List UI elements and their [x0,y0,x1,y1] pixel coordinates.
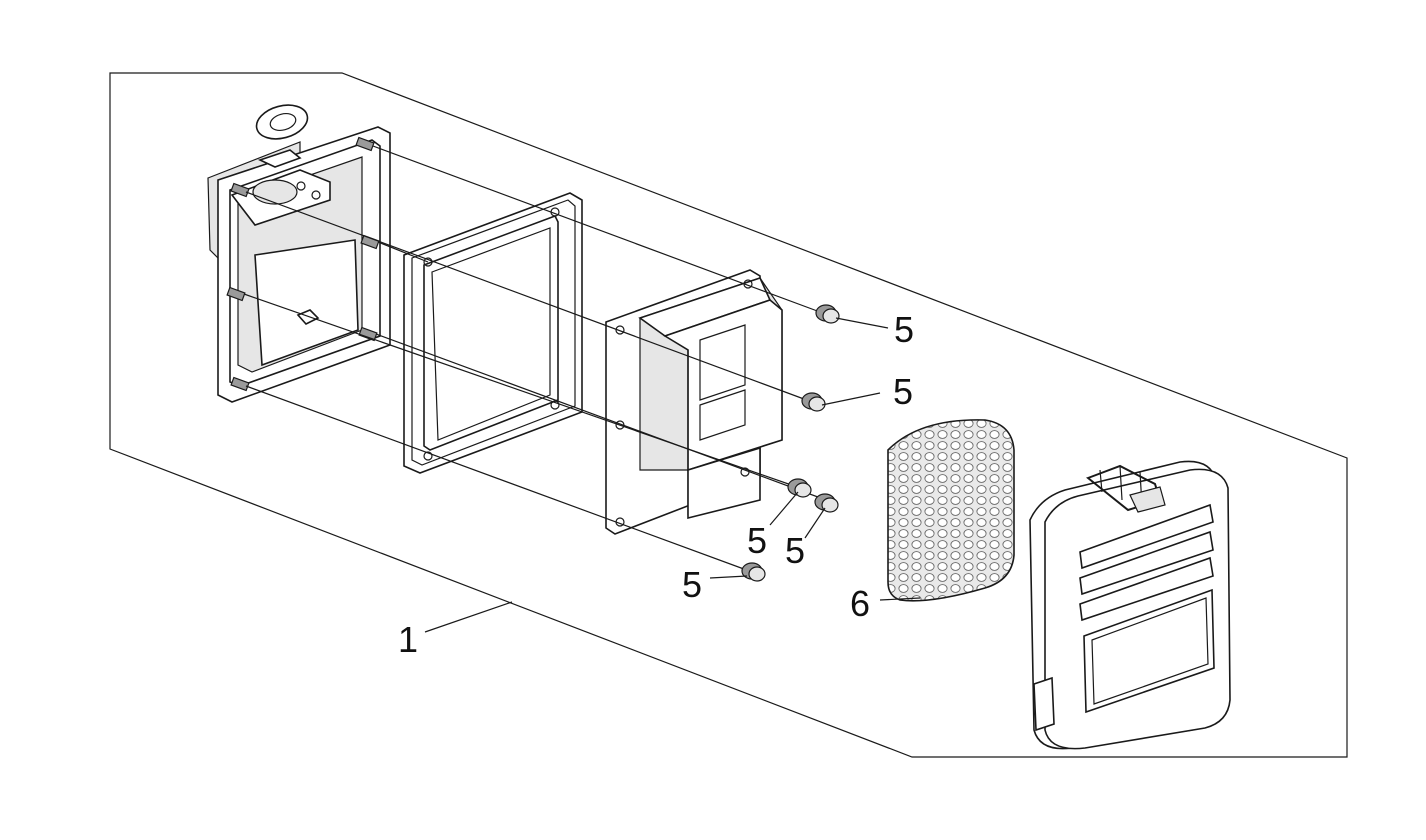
callout-bolt-d: 5 [785,530,805,571]
callout-assembly: 1 [398,619,418,660]
callout-bolt-a: 5 [894,309,914,350]
gasket-frame [403,192,583,474]
element-housing [605,269,783,535]
bolt-b-shape [801,392,826,412]
base-plate [207,126,391,403]
bolt-c-shape [787,478,812,498]
gasket-ring [255,104,309,140]
bolt-e-shape [741,562,766,582]
callout-filter: 6 [850,583,870,624]
filter-element [887,419,1015,602]
bolt-d-shape [814,493,839,513]
callout-bolt-c: 5 [747,520,767,561]
callout-bolt-b: 5 [893,371,913,412]
leader-lines [424,317,921,633]
assembly-boundary [109,72,1348,758]
front-cover [1029,460,1231,750]
alignment-lines [243,145,827,573]
callout-bolt-e: 5 [682,564,702,605]
bolt-a-shape [815,304,840,324]
